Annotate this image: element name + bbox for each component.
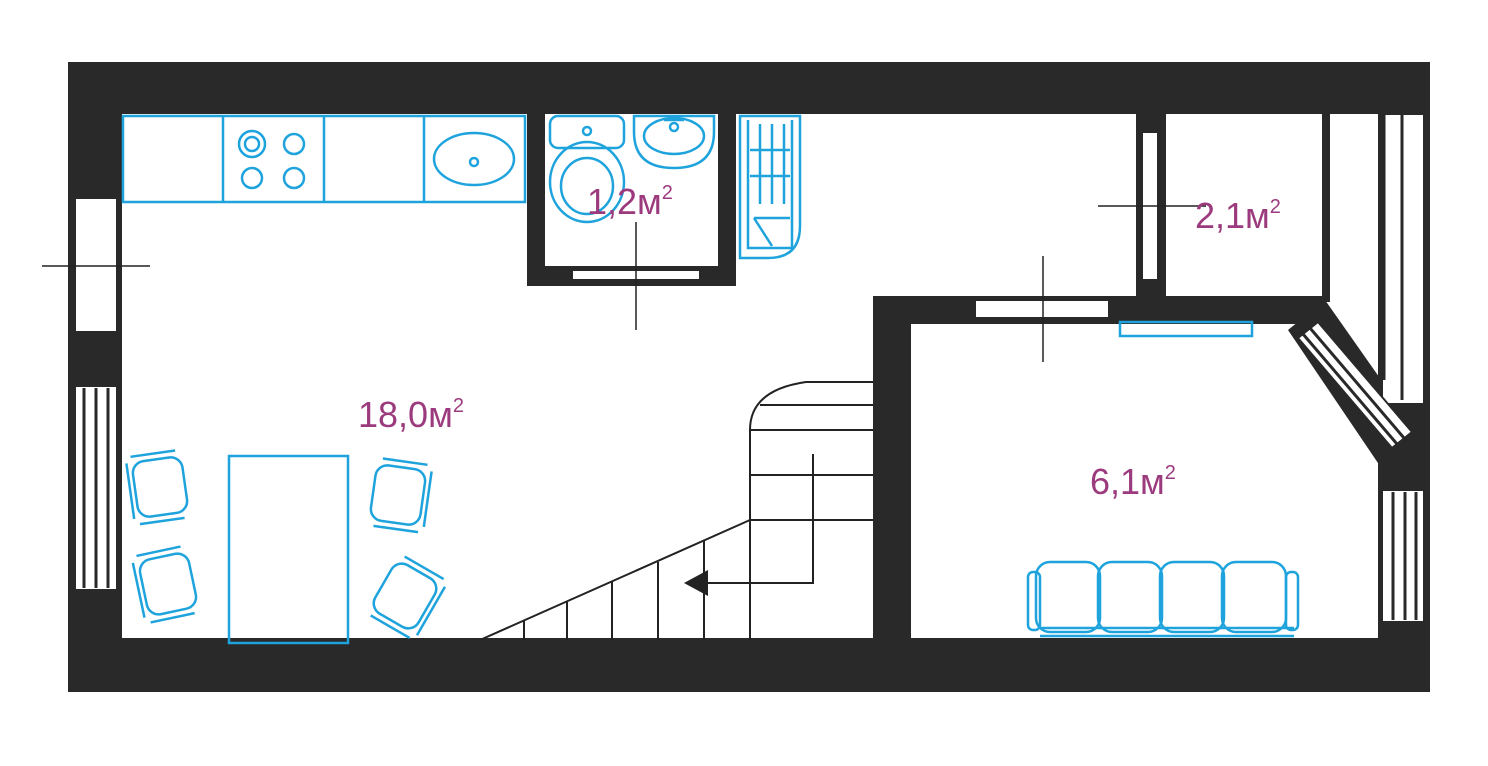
toilet-icon — [548, 114, 626, 224]
dining-set — [125, 449, 447, 645]
staircase-icon — [479, 381, 873, 641]
bedroom-fixtures — [1026, 320, 1300, 638]
wall-left — [68, 62, 122, 692]
window-left-upper — [74, 197, 118, 333]
room-area-label: 6,1м2 — [1090, 461, 1176, 502]
area-superscript: 2 — [662, 182, 673, 204]
area-value: 18,0м — [358, 394, 453, 435]
room-labels: 18,0м2 1,2м2 2,1м2 6,1м2 — [358, 181, 1281, 502]
wall-storage-right — [1322, 112, 1330, 302]
stove-icon — [237, 129, 306, 190]
wall-bathroom-left — [527, 112, 545, 286]
washbasin-icon — [632, 114, 716, 170]
stair-direction-line — [700, 454, 814, 584]
window-panes — [82, 114, 1418, 620]
window-right-lower — [1381, 489, 1425, 623]
bathroom-fixtures — [548, 114, 802, 260]
area-superscript: 2 — [453, 395, 464, 417]
wall-top — [68, 62, 1430, 114]
radiator — [1118, 320, 1254, 338]
kitchen-sink-icon — [432, 131, 516, 187]
stair-direction-arrow-icon — [684, 570, 708, 596]
sofa-icon — [1026, 560, 1300, 638]
chair-icon — [125, 449, 189, 526]
room-area-label: 1,2м2 — [587, 181, 673, 222]
wall-bottom — [68, 638, 1430, 692]
door-bedroom — [974, 299, 1110, 319]
area-value: 6,1м — [1090, 461, 1165, 502]
area-value: 1,2м — [587, 181, 662, 222]
chair-icon — [131, 545, 198, 624]
shower-icon — [738, 114, 802, 260]
area-superscript: 2 — [1165, 462, 1176, 484]
wall-bathroom-right — [718, 112, 736, 286]
doors — [571, 131, 1159, 319]
chair-icon — [369, 457, 433, 534]
wall-bedroom-left — [873, 296, 911, 642]
area-superscript: 2 — [1270, 196, 1281, 218]
window-diagonal — [1296, 320, 1414, 450]
room-area-label: 2,1м2 — [1195, 195, 1281, 236]
room-area-label: 18,0м2 — [358, 394, 464, 435]
dining-table-icon — [227, 454, 350, 645]
area-value: 2,1м — [1195, 195, 1270, 236]
section-marks — [42, 205, 1206, 362]
chair-icon — [370, 555, 447, 640]
kitchen-counter — [121, 114, 527, 204]
